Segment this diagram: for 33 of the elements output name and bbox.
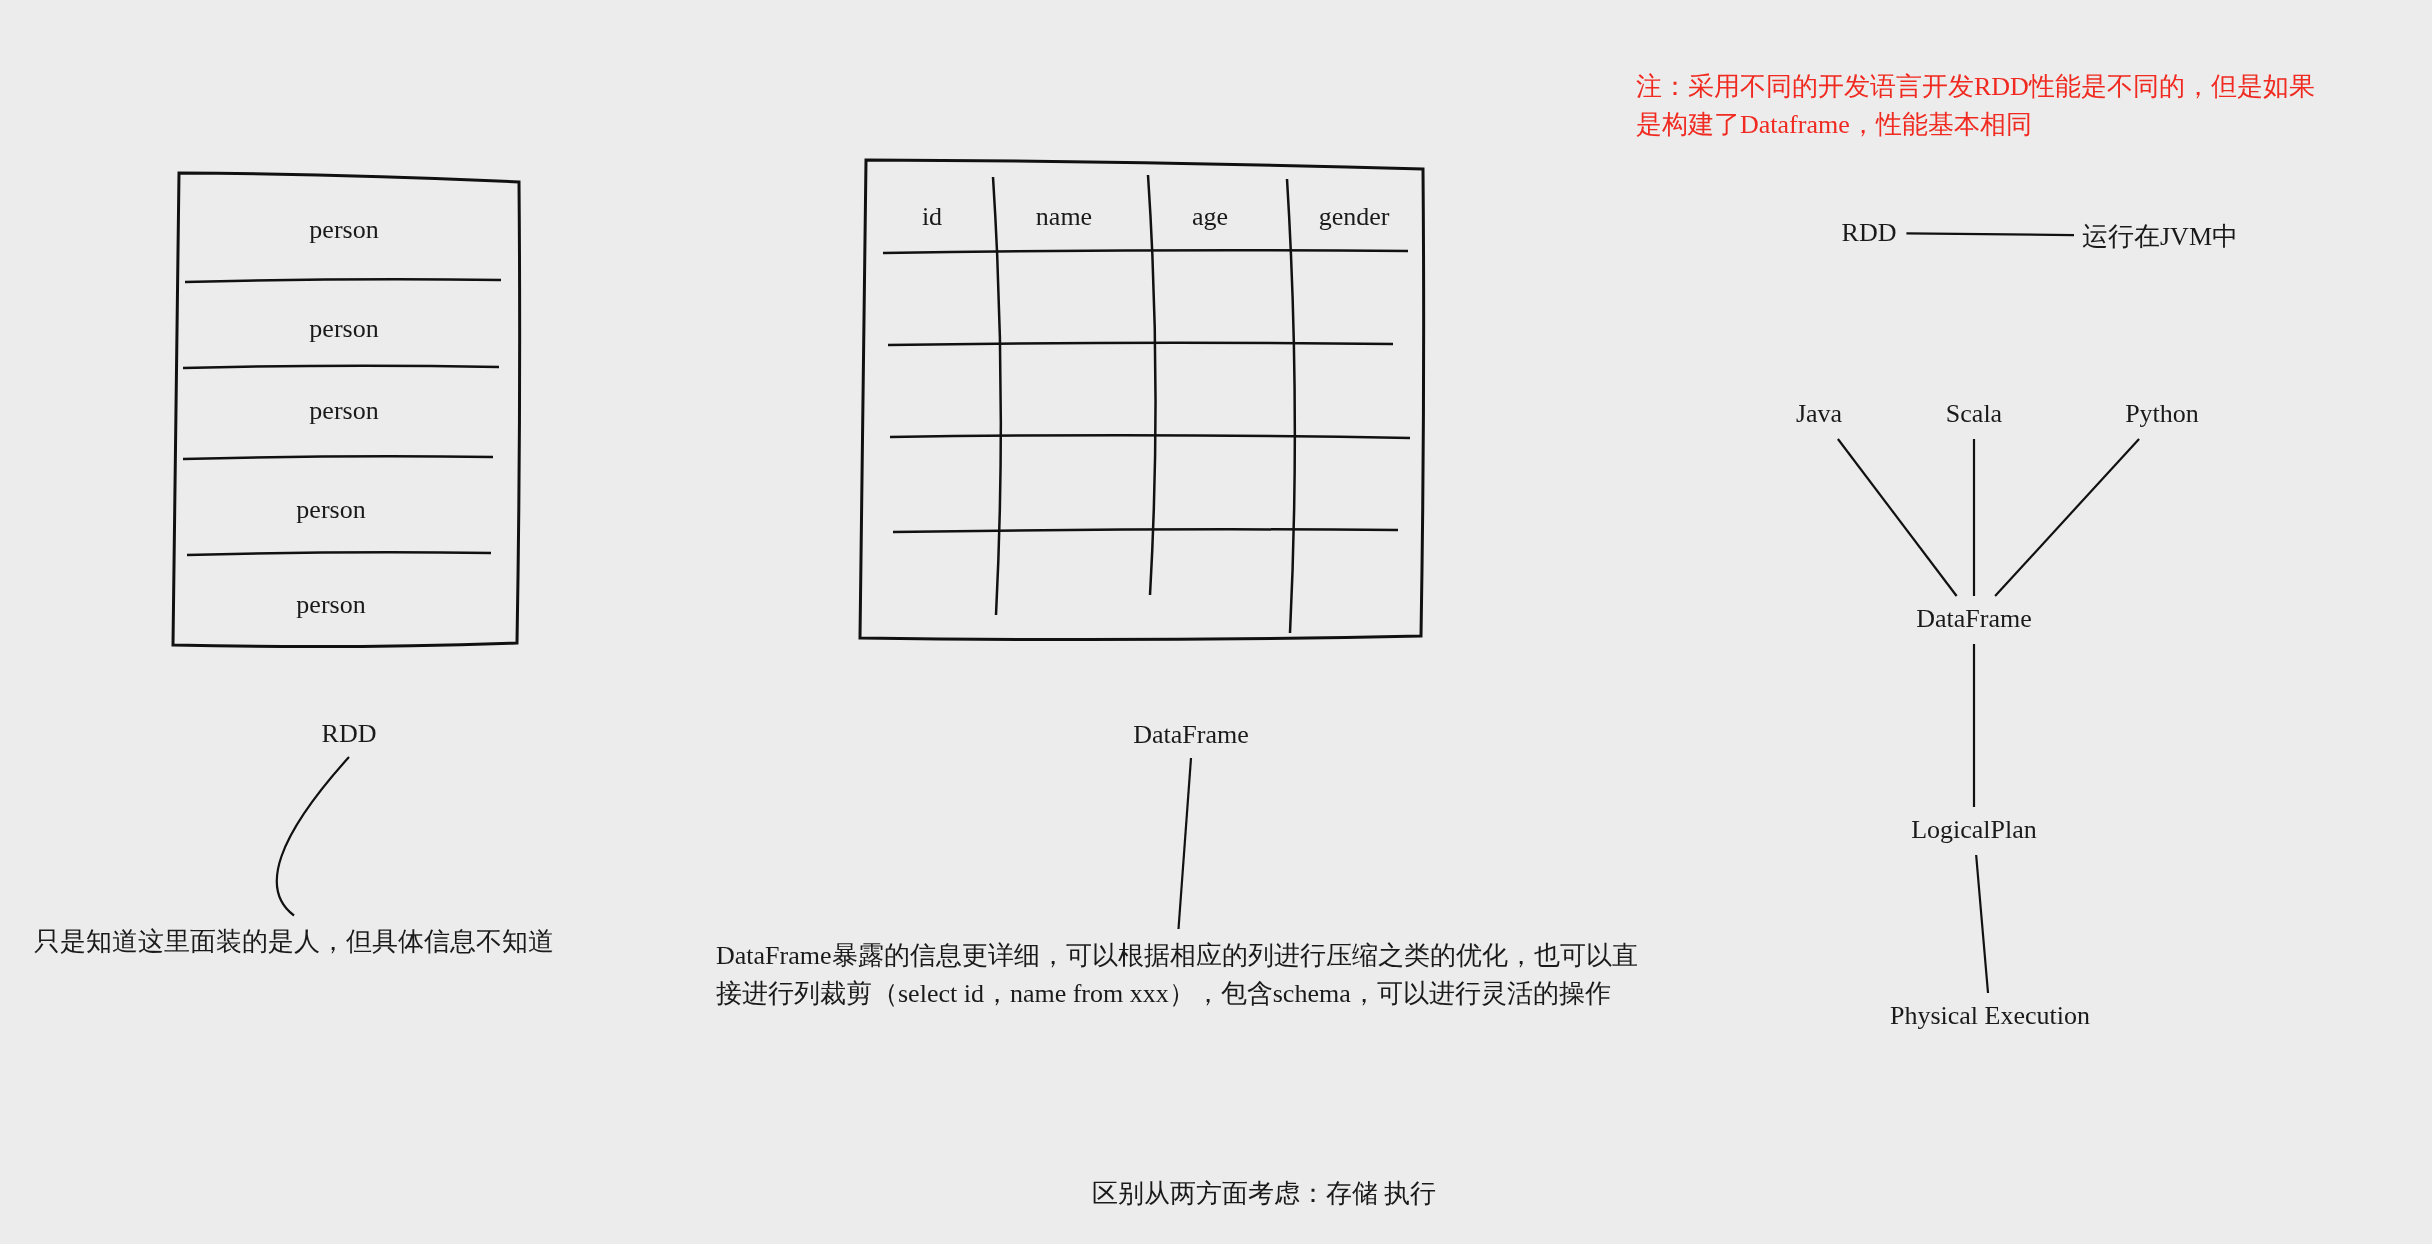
footer-text: 区别从两方面考虑：存储 执行 [1091,1177,1437,1210]
cell-text: person [296,590,366,620]
connector-line [275,756,350,917]
cell-text: person [296,495,366,525]
connector-line [1177,757,1193,930]
language-text: Python [2125,399,2199,429]
rows-table [171,168,523,651]
language-text: Scala [1945,399,2003,429]
caption-text: DataFrame [1133,720,1249,750]
connector-line [1972,439,1976,596]
note-text: 注：采用不同的开发语言开发RDD性能是不同的，但是如果是构建了Dataframe，性能基本相同 [1636,71,2316,141]
cell-text: person [309,396,379,426]
connector-line [1975,854,1990,994]
term-text: 运行在JVM中 [2082,218,2238,254]
caption-text: RDD [321,719,377,749]
note-text: 只是知道这里面装的是人，但具体信息不知道 [34,923,554,959]
cell-text: age [1191,202,1229,232]
columns-table [858,155,1427,644]
step-text: Physical Execution [1890,1001,2090,1031]
cell-text: gender [1318,202,1390,232]
cell-text: person [309,215,379,245]
description-text: DataFrame暴露的信息更详细，可以根据相应的列进行压缩之类的优化，也可以直接进行列裁剪（select id，name from xxx），包含schema，可以进行灵活的操作 [716,937,1641,1013]
connector-line [1906,232,2074,237]
connector-line [1994,438,2140,597]
cell-text: id [921,202,943,232]
connector-line [1972,644,1976,807]
term-text: RDD [1841,218,1897,248]
step-text: LogicalPlan [1911,815,2037,845]
cell-text: name [1035,202,1093,232]
step-text: DataFrame [1916,604,2032,634]
cell-text: person [309,314,379,344]
connector-line [1837,438,1958,597]
language-text: Java [1795,399,1843,429]
